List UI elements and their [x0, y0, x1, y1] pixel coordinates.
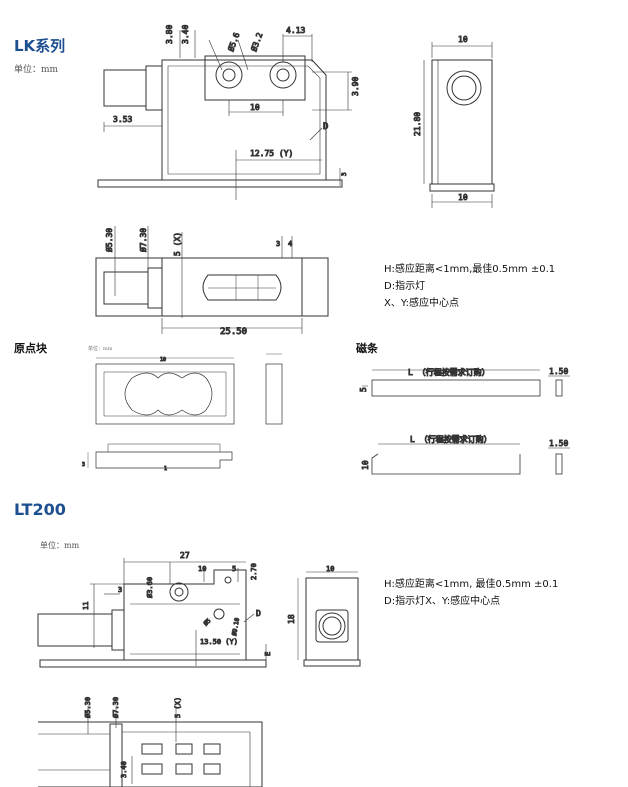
- lk-body: [161, 59, 327, 181]
- lt200-side-body: [305, 577, 359, 661]
- dim-13-50-y: 13.50 (Y): [200, 638, 238, 646]
- lk-side-view: [423, 42, 495, 208]
- lk-unit-label: 单位：mm: [14, 65, 59, 75]
- strip-10mm: [371, 453, 521, 475]
- strip-5mm-end: [555, 379, 563, 397]
- origin-block-bottom: [95, 451, 233, 469]
- lk-cable-gland: [145, 65, 163, 111]
- lt200-note-h: H:感应距离<1mm, 最佳0.5mm ±0.1: [384, 579, 559, 590]
- label-d-lt: D: [256, 609, 261, 618]
- dim-3-90: 3.90: [351, 77, 360, 96]
- lk-top-view: [95, 226, 329, 334]
- origin-block-front: [95, 363, 235, 425]
- dim-18: 18: [287, 614, 296, 624]
- lk-top-slot: [202, 274, 282, 301]
- dim-25-50: 25.50: [220, 327, 247, 337]
- dim-10-lk: 10: [250, 103, 260, 112]
- lt200-unit-label: 单位：mm: [40, 541, 80, 550]
- origin-block-views: [87, 353, 283, 469]
- lt200-body: [123, 569, 247, 661]
- lk-top-body: [95, 257, 329, 317]
- lk-cable: [103, 69, 147, 107]
- lt200-top-body: [38, 721, 263, 787]
- dim-3-80: 3.80: [165, 25, 174, 44]
- dim-phi-9-10: Ø9.10: [231, 617, 241, 636]
- magnetic-strip-title: 磁条: [356, 342, 378, 355]
- dim-10-side-bottom: 10: [458, 193, 468, 202]
- label-d-lk: D: [323, 122, 328, 132]
- dim-phi-5-lt: Ø5: [202, 617, 212, 627]
- origin-block-side: [265, 363, 283, 425]
- dim-3-40: 3.40: [181, 25, 190, 44]
- dim-21-80: 21.80: [413, 112, 422, 136]
- label-e: E: [264, 652, 272, 656]
- strip-length-label-2: L （行程按需求订购）: [410, 434, 492, 444]
- lt200-top-view: [38, 706, 263, 787]
- lk-note-xy: X、Y:感应中心点: [384, 298, 459, 309]
- dim-phi-3-60: Ø3.60: [146, 577, 154, 598]
- dim-phi-5-30-lt: Ø5.30: [84, 697, 92, 718]
- lk-rail: [97, 179, 343, 188]
- dim-phi-3-2: Ø3.2: [248, 31, 264, 53]
- strip-5mm: [371, 379, 541, 397]
- lk-series-title: LK系列: [14, 37, 66, 55]
- dim-origin-3: 3: [82, 462, 85, 468]
- lk-mount-plate: [204, 55, 306, 101]
- dim-origin-1: 1: [164, 466, 167, 472]
- dim-phi-7-30: Ø7.30: [138, 228, 148, 252]
- lk-note-h: H:感应距离<1mm,最佳0.5mm ±0.1: [384, 264, 556, 275]
- lk-side-hole: [446, 70, 482, 106]
- dim-phi-5-6: Ø5.6: [225, 31, 241, 53]
- dim-4-13: 4.13: [286, 26, 305, 35]
- dim-27: 27: [180, 551, 190, 560]
- lk-note-d: D:指示灯: [384, 281, 426, 292]
- dim-5-x-lt: 5 (X): [174, 697, 182, 718]
- lk-hole-left: [215, 61, 243, 89]
- lt200-front-view: [37, 558, 267, 668]
- strip-height-5: 5: [359, 387, 368, 392]
- dim-origin-10: 10: [160, 357, 166, 363]
- dim-11: 11: [82, 602, 90, 610]
- dim-3-40-lt: 3.40: [120, 761, 128, 778]
- origin-block-lobes: [124, 372, 213, 416]
- dim-12-75-y: 12.75 (Y): [250, 149, 293, 158]
- lk-front-view: [97, 30, 352, 200]
- lt200-hole-left: [169, 582, 189, 602]
- dim-2-70: 2.70: [250, 563, 258, 580]
- strip-10mm-end: [555, 453, 563, 475]
- lk-top-gland: [103, 271, 149, 305]
- dim-phi-7-30-lt: Ø7.30: [112, 697, 120, 718]
- lt200-title: LT200: [14, 500, 66, 519]
- lt200-side-hole: [318, 612, 346, 640]
- lt200-note-d: D:指示灯X、Y:感应中心点: [384, 596, 501, 607]
- lk-side-body: [431, 59, 493, 185]
- strip-length-label-1: L （行程按需求订购）: [408, 367, 490, 377]
- dim-3-lk: 3: [341, 172, 348, 176]
- lt200-cable: [37, 613, 113, 647]
- lt200-rail: [39, 659, 267, 668]
- dim-5-lt: 5: [232, 565, 236, 573]
- strip-width-1-50-b: 1.50: [549, 439, 568, 448]
- dim-phi-5-30: Ø5.30: [104, 228, 114, 252]
- dim-10-lt-side: 10: [326, 565, 334, 573]
- strip-width-1-50-a: 1.50: [549, 367, 568, 376]
- strip-height-10: 10: [361, 460, 370, 470]
- dim-10-lt: 10: [198, 565, 206, 573]
- magnetic-strip-views: [362, 369, 570, 475]
- lt200-side-boss: [315, 609, 349, 643]
- origin-block-unit: 单位：mm: [88, 346, 113, 352]
- lt200-side-view: [297, 571, 361, 667]
- origin-block-title: 原点块: [14, 342, 47, 355]
- dim-3-53: 3.53: [113, 115, 132, 124]
- dim-3-top: 3: [276, 240, 280, 248]
- dim-10-side-top: 10: [458, 35, 468, 44]
- dim-4-top: 4: [288, 240, 292, 248]
- dim-3-lt: 3: [118, 586, 122, 594]
- dim-5-x: 5 (X): [173, 232, 182, 256]
